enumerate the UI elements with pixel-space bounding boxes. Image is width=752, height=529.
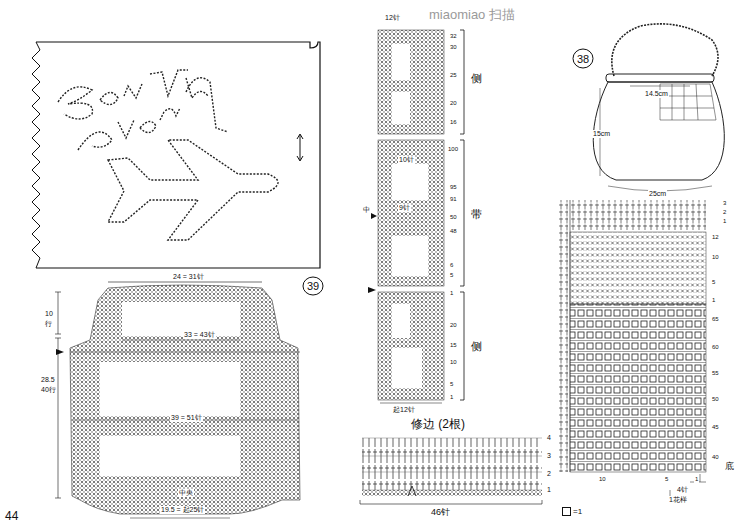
chart-label: 3 xyxy=(546,452,552,460)
chart-label: 20 xyxy=(449,322,458,329)
chart-label: 95 xyxy=(449,184,458,191)
chart-label: 45 xyxy=(711,424,720,431)
chart-label: 起12针 xyxy=(392,406,416,414)
chart-label: 33 = 43针 xyxy=(183,331,216,339)
chart-label: 1 xyxy=(449,394,454,401)
chart-label: 2 xyxy=(722,209,727,216)
chart-label: 4针 xyxy=(676,486,689,494)
chart-label: 91 xyxy=(449,196,458,203)
chart-label: 10 xyxy=(449,359,458,366)
chart-label: 带 xyxy=(470,208,483,220)
chart-label: 55 xyxy=(711,370,720,377)
chart-label: 5 xyxy=(449,272,454,279)
chart-label: 底 xyxy=(724,462,735,472)
chart-label: 6 xyxy=(449,262,454,269)
chart-label: 中央 xyxy=(178,489,194,497)
legend-swatch xyxy=(562,507,571,516)
chart-label: 46针 xyxy=(430,508,451,518)
chart-label: 5 xyxy=(664,476,669,483)
chart-label: 侧 xyxy=(470,340,483,352)
chart-label: 修边 (2根) xyxy=(410,418,466,431)
chart-label: 50 xyxy=(449,214,458,221)
chart-label: 30 xyxy=(449,44,458,51)
chart-label: 50 xyxy=(711,396,720,403)
chart-label: 1 xyxy=(722,218,727,225)
figure-number: 39 xyxy=(302,276,324,296)
chart-label: 25 xyxy=(449,72,458,79)
chart-label: 1 xyxy=(546,486,552,494)
figure-number-text: 39 xyxy=(302,280,324,292)
chart-label: 1 xyxy=(449,290,454,297)
chart-label: 5 xyxy=(449,381,454,388)
chart-label: 3 xyxy=(722,200,727,207)
chart-label: 1花样 xyxy=(668,496,688,504)
chart-label: 10 xyxy=(711,254,720,261)
chart-label: 60 xyxy=(711,344,720,351)
chart-label: 65 xyxy=(711,316,720,323)
chart-label: 100 xyxy=(447,146,459,153)
chart-label: 15cm xyxy=(592,130,611,138)
chart-label: 20 xyxy=(449,100,458,107)
legend-text: =1 xyxy=(573,507,582,516)
chart-label: 12针 xyxy=(384,14,401,22)
chart-label: 28.5 xyxy=(40,376,56,384)
chart-label: 5 xyxy=(711,279,716,286)
chart-label: 39 = 51针 xyxy=(170,414,203,422)
chart-label: 19.5 = 起25针 xyxy=(160,506,205,514)
chart-label: 48 xyxy=(449,228,458,235)
watermark: miaomiao 扫描 xyxy=(428,8,516,22)
chart-label: 1 xyxy=(694,476,699,483)
chart-label: 32 xyxy=(449,33,458,40)
chart-label: 14.5cm xyxy=(644,90,669,98)
chart-label: 侧 xyxy=(470,72,483,84)
chart-label: 25cm xyxy=(648,190,667,198)
chart-label: 10 xyxy=(44,310,54,318)
figure-number-text: 38 xyxy=(572,53,594,65)
chart-label: 2 xyxy=(546,470,552,478)
chart-label: 40 xyxy=(711,454,720,461)
chart-label: 16 xyxy=(449,119,458,126)
chart-label: 40行 xyxy=(40,386,57,394)
chart-label: 行 xyxy=(44,320,53,328)
chart-label: 1 xyxy=(711,297,716,304)
page-number: 44 xyxy=(4,510,19,523)
chart-label: 10针 xyxy=(398,156,415,164)
chart-label: 12 xyxy=(711,234,720,241)
chart-label: 9针 xyxy=(398,204,411,212)
chart-label: 4 xyxy=(546,434,552,442)
chart-label: 24 = 31针 xyxy=(172,273,205,281)
figure-number: 38 xyxy=(572,48,594,69)
chart-label: 10 xyxy=(598,476,607,483)
chart-label: 中 xyxy=(362,206,371,214)
chart-label: 15 xyxy=(449,342,458,349)
legend-row: =1 xyxy=(562,507,582,516)
